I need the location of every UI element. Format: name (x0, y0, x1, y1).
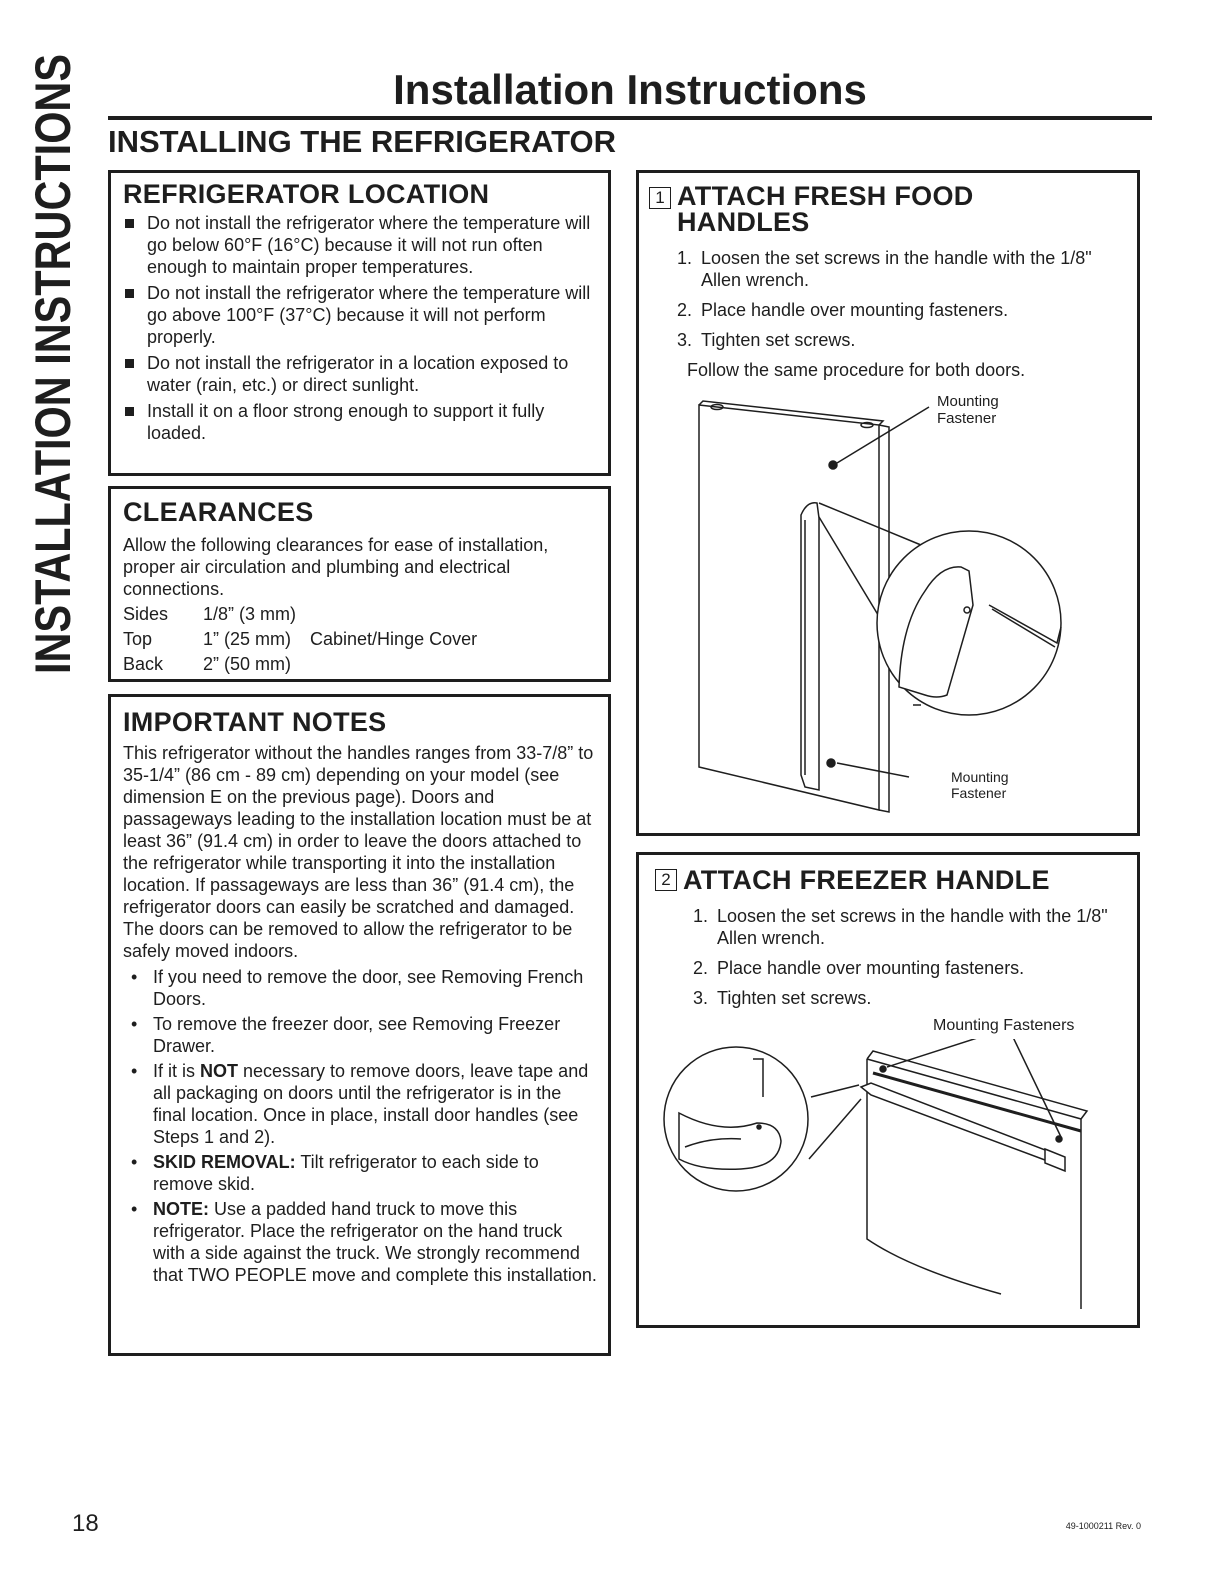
clearance-note: Cabinet/Hinge Cover (310, 629, 478, 649)
step2-number: 2 (655, 869, 677, 891)
step1-steps: 1. Loosen the set screws in the handle wi… (677, 247, 1123, 351)
list-item: To remove the freezer door, see Removing… (123, 1013, 598, 1057)
list-item: Do not install the refrigerator where th… (123, 212, 596, 278)
clearance-note (310, 652, 491, 677)
step2-steps: 1. Loosen the set screws in the handle wi… (693, 905, 1123, 1009)
clearance-side: Top (123, 629, 153, 649)
step-number: 3. (693, 988, 709, 1008)
table-row: Back 2” (50 mm) (123, 652, 491, 677)
notes-list: If you need to remove the door, see Remo… (123, 966, 598, 1286)
mounting-fastener-label-bottom: Mounting Fastener (951, 769, 1021, 801)
document-code: 49-1000211 Rev. 0 (1065, 1521, 1141, 1531)
list-item: If you need to remove the door, see Remo… (123, 966, 598, 1010)
clearance-value: 1” (25 mm) (203, 629, 292, 649)
clearance-value: 2” (50 mm) (203, 654, 292, 674)
location-list: Do not install the refrigerator where th… (123, 212, 596, 444)
note-bold: NOTE: (153, 1199, 209, 1219)
page-number: 18 (72, 1510, 99, 1537)
header-rule (108, 116, 1152, 120)
side-title: INSTALLATION INSTRUCTIONS (26, 52, 82, 674)
notes-heading: IMPORTANT NOTES (123, 707, 387, 737)
step-number: 2. (693, 958, 709, 978)
list-item: Install it on a floor strong enough to s… (123, 400, 596, 444)
list-item: Do not install the refrigerator where th… (123, 282, 596, 348)
clearance-side: Back (123, 654, 164, 674)
clearance-value: 1/8” (3 mm) (203, 604, 297, 624)
step2-header: 2 ATTACH FREEZER HANDLE (655, 865, 1123, 895)
clearance-side: Sides (123, 604, 169, 624)
freezer-handle-illustration (663, 1039, 1089, 1309)
list-item: NOTE: Use a padded hand truck to move th… (123, 1198, 598, 1286)
notes-paragraph: This refrigerator without the handles ra… (123, 743, 594, 961)
list-item: SKID REMOVAL: Tilt refrigerator to each … (123, 1151, 598, 1195)
mounting-fasteners-label: Mounting Fasteners (933, 1017, 1075, 1034)
fresh-food-handle-illustration (698, 400, 1062, 813)
note-bold: NOT (200, 1061, 239, 1081)
note-text: Use a padded hand truck to move this ref… (153, 1199, 597, 1285)
table-row: Top 1” (25 mm) Cabinet/Hinge Cover (123, 627, 491, 652)
note-text: necessary to remove doors, leave tape an… (153, 1061, 589, 1147)
step-number: 3. (677, 330, 693, 350)
list-item: 2. Place handle over mounting fasteners. (677, 299, 1123, 321)
step1-heading: ATTACH FRESH FOOD HANDLES (677, 181, 974, 237)
list-item: If it is NOT necessary to remove doors, … (123, 1060, 598, 1148)
list-item: 1. Loosen the set screws in the handle wi… (693, 905, 1123, 949)
notes-box: IMPORTANT NOTES This refrigerator withou… (108, 694, 611, 1356)
location-box: REFRIGERATOR LOCATION Do not install the… (108, 170, 611, 476)
step-text: Place handle over mounting fasteners. (701, 300, 1009, 320)
page-header: Installation Instructions (393, 66, 867, 113)
step-text: Tighten set screws. (717, 988, 872, 1008)
step-number: 2. (677, 300, 693, 320)
list-item: Do not install the refrigerator in a loc… (123, 352, 596, 396)
note-bold: SKID REMOVAL: (153, 1152, 296, 1172)
clearance-note (310, 602, 491, 627)
list-item: 1. Loosen the set screws in the handle wi… (677, 247, 1123, 291)
step-text: Tighten set screws. (701, 330, 856, 350)
step-text: Loosen the set screws in the handle with… (701, 248, 1092, 290)
step1-box: 1 ATTACH FRESH FOOD HANDLES 1. Loosen the… (636, 170, 1140, 836)
step-number: 1. (693, 906, 709, 926)
step-text: Loosen the set screws in the handle with… (717, 906, 1108, 948)
step1-header: 1 ATTACH FRESH FOOD HANDLES (649, 181, 1123, 237)
clearances-intro: Allow the following clearances for ease … (123, 535, 549, 599)
table-row: Sides 1/8” (3 mm) (123, 602, 491, 627)
location-heading: REFRIGERATOR LOCATION (123, 179, 490, 209)
list-item: 3. Tighten set screws. (693, 987, 1123, 1009)
section-title: INSTALLING THE REFRIGERATOR (108, 124, 617, 159)
step1-follow: Follow the same procedure for both doors… (687, 360, 1026, 380)
step2-box: 2 ATTACH FREEZER HANDLE 1. Loosen the set… (636, 852, 1140, 1328)
clearances-box: CLEARANCES Allow the following clearance… (108, 486, 611, 682)
step-number: 1. (677, 248, 693, 268)
clearances-table: Sides 1/8” (3 mm) Top 1” (25 mm) Cabinet… (123, 602, 491, 677)
list-item: 2. Place handle over mounting fasteners. (693, 957, 1123, 979)
step2-heading: ATTACH FREEZER HANDLE (683, 865, 1050, 895)
note-text: If it is (153, 1061, 201, 1081)
step1-number: 1 (649, 187, 671, 209)
step-text: Place handle over mounting fasteners. (717, 958, 1025, 978)
mounting-fastener-label-top: Mounting Fastener (937, 393, 1007, 427)
side-title-text: INSTALLATION INSTRUCTIONS (26, 54, 81, 674)
clearances-heading: CLEARANCES (123, 497, 314, 527)
label-text: Mounting Fastener (951, 769, 1009, 801)
label-text: Mounting Fastener (937, 393, 999, 427)
note-text: Tilt refrigerator to each side to remove… (153, 1152, 539, 1194)
list-item: 3. Tighten set screws. (677, 329, 1123, 351)
